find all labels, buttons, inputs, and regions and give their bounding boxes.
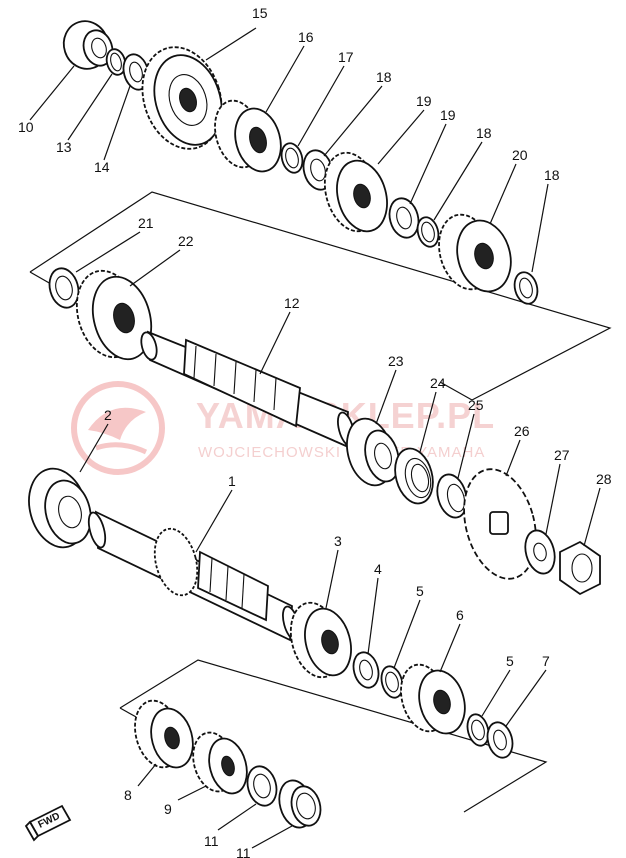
part-5b-circlip	[466, 713, 490, 747]
callout-29: 28	[596, 471, 612, 487]
part-18b-circlip	[416, 216, 440, 248]
callout-7: 7	[542, 653, 550, 669]
part-23-gear	[75, 269, 153, 361]
callout-1: 1	[228, 473, 236, 489]
part-17-gear	[214, 99, 282, 173]
part-16-gear	[141, 46, 223, 150]
callout-19-a: 18	[376, 69, 392, 85]
callout-5-b: 5	[506, 653, 514, 669]
callout-22: 21	[138, 215, 154, 231]
part-4-washer	[352, 651, 380, 689]
callout-18-c: 18	[544, 167, 560, 183]
callout-19-b: 19	[440, 107, 456, 123]
callout-labels: 10 13 14 15 16 17 18 19 19 18 20 18 21 2…	[18, 5, 612, 858]
part-10-washer	[246, 765, 278, 807]
callout-26: 25	[468, 397, 484, 413]
part-27-sprocket	[463, 468, 537, 580]
callout-15: 14	[94, 159, 110, 175]
callout-11: 11	[236, 845, 251, 858]
watermark-subtitle: WOJCIECHOWSKI DEALER YAMAHA	[198, 444, 485, 461]
part-29-nut	[559, 540, 601, 596]
frame-lower	[119, 659, 548, 813]
callout-10: 11	[204, 833, 219, 849]
frame-upper-bottom-edge	[439, 381, 473, 401]
part-25-oil-seal	[394, 447, 434, 505]
part-12-bearing	[62, 20, 114, 70]
callout-2: 2	[104, 407, 112, 423]
callout-8: 8	[124, 787, 132, 803]
frame-lower-left-edge	[119, 707, 139, 719]
callout-28: 27	[554, 447, 570, 463]
part-20-gear	[323, 151, 388, 233]
part-18a-circlip	[280, 142, 304, 174]
part-21-gear	[438, 213, 512, 293]
callout-13: 12	[284, 295, 300, 311]
part-5a-circlip	[380, 665, 404, 699]
part-28-lock-washer	[524, 529, 556, 575]
callout-17: 16	[298, 29, 314, 45]
part-6-gear	[400, 663, 466, 735]
part-11-needle-bearing	[278, 779, 322, 829]
part-7-washer	[486, 721, 514, 759]
part-8-gear	[134, 699, 194, 769]
callout-5-a: 5	[416, 583, 424, 599]
frame-upper	[29, 191, 612, 401]
callout-27: 26	[514, 423, 530, 439]
callout-6: 6	[456, 607, 464, 623]
leader-lines	[29, 27, 601, 849]
fwd-direction-badge: FWD	[24, 804, 72, 842]
callout-25: 24	[430, 375, 446, 391]
callout-21: 20	[512, 147, 528, 163]
part-22-washer	[48, 267, 80, 309]
callout-23: 22	[178, 233, 194, 249]
callout-3: 3	[334, 533, 342, 549]
watermark-logo	[71, 381, 165, 475]
callout-18-b: 18	[476, 125, 492, 141]
callout-9: 9	[164, 801, 172, 817]
part-19b-washer	[388, 197, 420, 239]
part-3-gear	[289, 601, 352, 679]
callout-20: 19	[416, 93, 432, 109]
callout-24: 23	[388, 353, 404, 369]
callout-14: 13	[56, 139, 72, 155]
callout-16: 15	[252, 5, 268, 21]
part-1-drive-axle	[87, 510, 300, 642]
callout-4: 4	[374, 561, 382, 577]
callout-12: 10	[18, 119, 34, 135]
part-13-main-axle	[140, 330, 355, 448]
part-2-bearing	[28, 467, 92, 549]
part-24-bearing	[346, 417, 400, 487]
part-18c-circlip	[513, 271, 539, 305]
part-9-gear	[192, 731, 248, 795]
callout-18-a: 17	[338, 49, 354, 65]
